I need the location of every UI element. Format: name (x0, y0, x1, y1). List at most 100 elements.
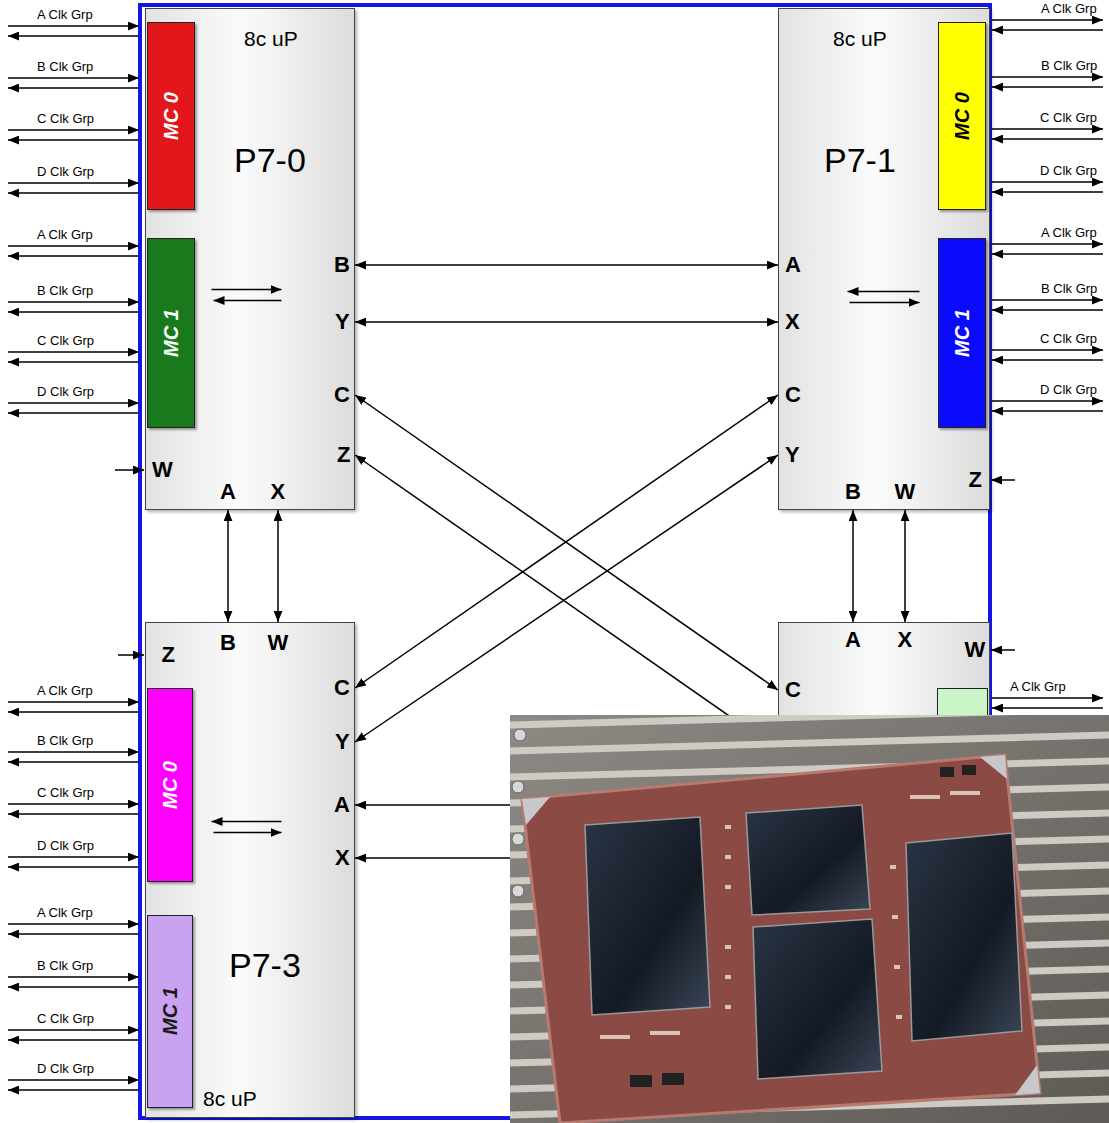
direction-arrow (212, 821, 282, 823)
clock-signal-arrow (8, 301, 139, 302)
processor-die (906, 833, 1022, 1041)
port-name: A (220, 481, 236, 503)
clock-signal-arrow (8, 25, 139, 26)
clock-signal-arrow (8, 1079, 139, 1080)
processor-chip: MC 0MC 18c uPP7-0BYCZWAX (145, 8, 355, 510)
processor-chip: MC 0MC 1ZBWCYAXP7-38c uP (145, 622, 355, 1118)
port-name: A (334, 794, 350, 816)
clock-signal-arrow (8, 192, 139, 193)
capacitor (725, 855, 731, 859)
port-input-arrow (115, 469, 144, 471)
memory-controller: MC 0 (147, 688, 193, 882)
chip-name: P7-1 (824, 143, 896, 177)
clock-group-label: D Clk Grp (1040, 164, 1097, 177)
clock-signal-arrow (8, 412, 139, 413)
port-name: Z (337, 444, 350, 466)
clock-signal-arrow (992, 29, 1103, 30)
clock-group-label: C Clk Grp (1040, 111, 1097, 124)
clock-group-label: B Clk Grp (37, 734, 93, 747)
memory-controller-fragment (937, 688, 988, 715)
fabric-link (852, 510, 854, 622)
port-name: Z (162, 644, 175, 666)
clock-signal-arrow (8, 866, 139, 867)
clock-signal-arrow (8, 402, 139, 403)
capacitor (892, 915, 898, 919)
capacitor-rows (600, 791, 980, 1039)
screw (514, 729, 526, 741)
processor-die (746, 805, 870, 915)
port-name: C (785, 384, 801, 406)
chip-name: P7-3 (229, 948, 301, 982)
port-name: A (845, 629, 861, 651)
clock-signal-arrow (992, 707, 1103, 708)
clock-signal-arrow (8, 813, 139, 814)
direction-arrow (848, 291, 920, 293)
port-name: B (220, 632, 236, 654)
memory-controller: MC 1 (938, 238, 986, 428)
small-chip (630, 1075, 652, 1087)
port-name: Y (335, 731, 350, 753)
small-chips (630, 765, 976, 1087)
clock-group-label: A Clk Grp (37, 228, 93, 241)
clock-signal-arrow (8, 1029, 139, 1030)
port-name: X (898, 629, 913, 651)
memory-controller-label: MC 0 (161, 92, 181, 140)
clock-group-label: B Clk Grp (1041, 282, 1097, 295)
capacitor (890, 865, 896, 869)
chip-caption: 8c uP (244, 28, 298, 49)
screw (512, 885, 524, 897)
port-name: C (334, 384, 350, 406)
capacitor (725, 825, 731, 829)
clock-signal-arrow (992, 128, 1103, 129)
clock-group-label: D Clk Grp (37, 165, 94, 178)
clock-signal-arrow (8, 1039, 139, 1040)
direction-arrow (214, 832, 282, 834)
corner-clip (1015, 1065, 1040, 1095)
memory-controller: MC 0 (938, 22, 986, 210)
clock-group-label: B Clk Grp (1041, 59, 1097, 72)
clock-group-label: A Clk Grp (1010, 680, 1066, 693)
clock-signal-arrow (8, 182, 139, 183)
chip-caption: 8c uP (203, 1088, 257, 1109)
capacitor (725, 975, 731, 979)
processor-chip: MC 0MC 18c uPP7-1AXCYBWZ (778, 8, 990, 510)
clock-signal-arrow (992, 359, 1103, 360)
clock-signal-arrow (8, 311, 139, 312)
screw (512, 833, 524, 845)
port-name: W (152, 459, 173, 481)
port-name: W (895, 481, 916, 503)
port-name: W (965, 639, 986, 661)
capacitor (894, 965, 900, 969)
capacitor (950, 791, 980, 795)
clock-signal-arrow (8, 856, 139, 857)
clock-signal-arrow (8, 761, 139, 762)
clock-signal-arrow (8, 701, 139, 702)
clock-group-label: C Clk Grp (37, 112, 94, 125)
clock-signal-arrow (992, 19, 1103, 20)
memory-controller-label: MC 0 (952, 92, 972, 140)
screw (512, 781, 524, 793)
direction-arrow (850, 302, 920, 304)
clock-group-label: A Clk Grp (37, 684, 93, 697)
fin (510, 715, 1109, 725)
photo-ground (510, 715, 1109, 1123)
port-name: Z (969, 469, 982, 491)
clock-signal-arrow (8, 923, 139, 924)
port-name: X (335, 847, 350, 869)
clock-signal-arrow (992, 309, 1103, 310)
clock-signal-arrow (992, 400, 1103, 401)
chip-caption: 8c uP (833, 28, 887, 49)
clock-group-label: C Clk Grp (37, 786, 94, 799)
clock-group-label: C Clk Grp (37, 1012, 94, 1025)
clock-group-label: A Clk Grp (37, 8, 93, 21)
port-input-arrow (991, 649, 1015, 651)
port-input-arrow (118, 654, 144, 656)
clock-signal-arrow (992, 191, 1103, 192)
fabric-link (277, 510, 279, 622)
corner-clip (980, 755, 1007, 779)
fabric-link (355, 455, 778, 742)
capacitor (896, 1015, 902, 1019)
clock-signal-arrow (8, 351, 139, 352)
clock-signal-arrow (992, 76, 1103, 77)
port-name: C (785, 679, 801, 701)
